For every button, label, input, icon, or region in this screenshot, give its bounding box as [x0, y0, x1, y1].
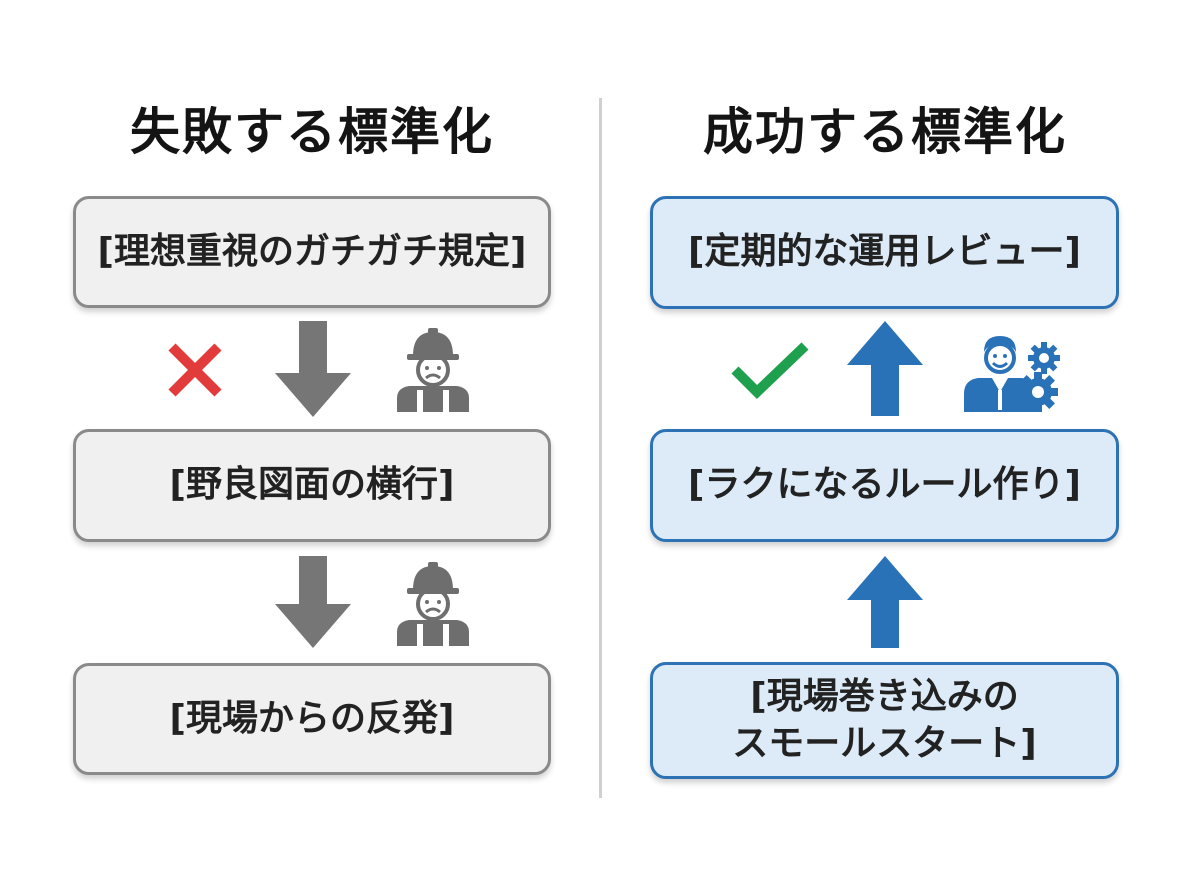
success-step-periodic-review: [定期的な運用レビュー]	[650, 196, 1119, 309]
fail-step-rogue-drawings: [野良図面の横行]	[73, 429, 551, 542]
check-mark-icon	[731, 342, 809, 399]
up-arrow-icon	[847, 556, 923, 648]
cross-mark-icon	[168, 343, 222, 397]
column-divider	[599, 98, 602, 798]
sad-worker-icon	[397, 562, 469, 646]
successful-standardization-title: 成功する標準化	[703, 103, 1067, 161]
down-arrow-icon	[275, 321, 351, 417]
success-step-easy-rules: [ラクになるルール作り]	[650, 429, 1119, 542]
fail-step-field-backlash: [現場からの反発]	[73, 663, 551, 775]
failed-standardization-title: 失敗する標準化	[130, 103, 494, 161]
down-arrow-icon	[275, 556, 351, 648]
sad-worker-icon	[397, 328, 469, 412]
happy-worker-gears-icon	[964, 336, 1060, 412]
fail-step-rigid-rules: [理想重視のガチガチ規定]	[73, 196, 551, 308]
up-arrow-icon	[847, 321, 923, 416]
success-step-small-start: [現場巻き込みの スモールスタート]	[650, 662, 1119, 779]
